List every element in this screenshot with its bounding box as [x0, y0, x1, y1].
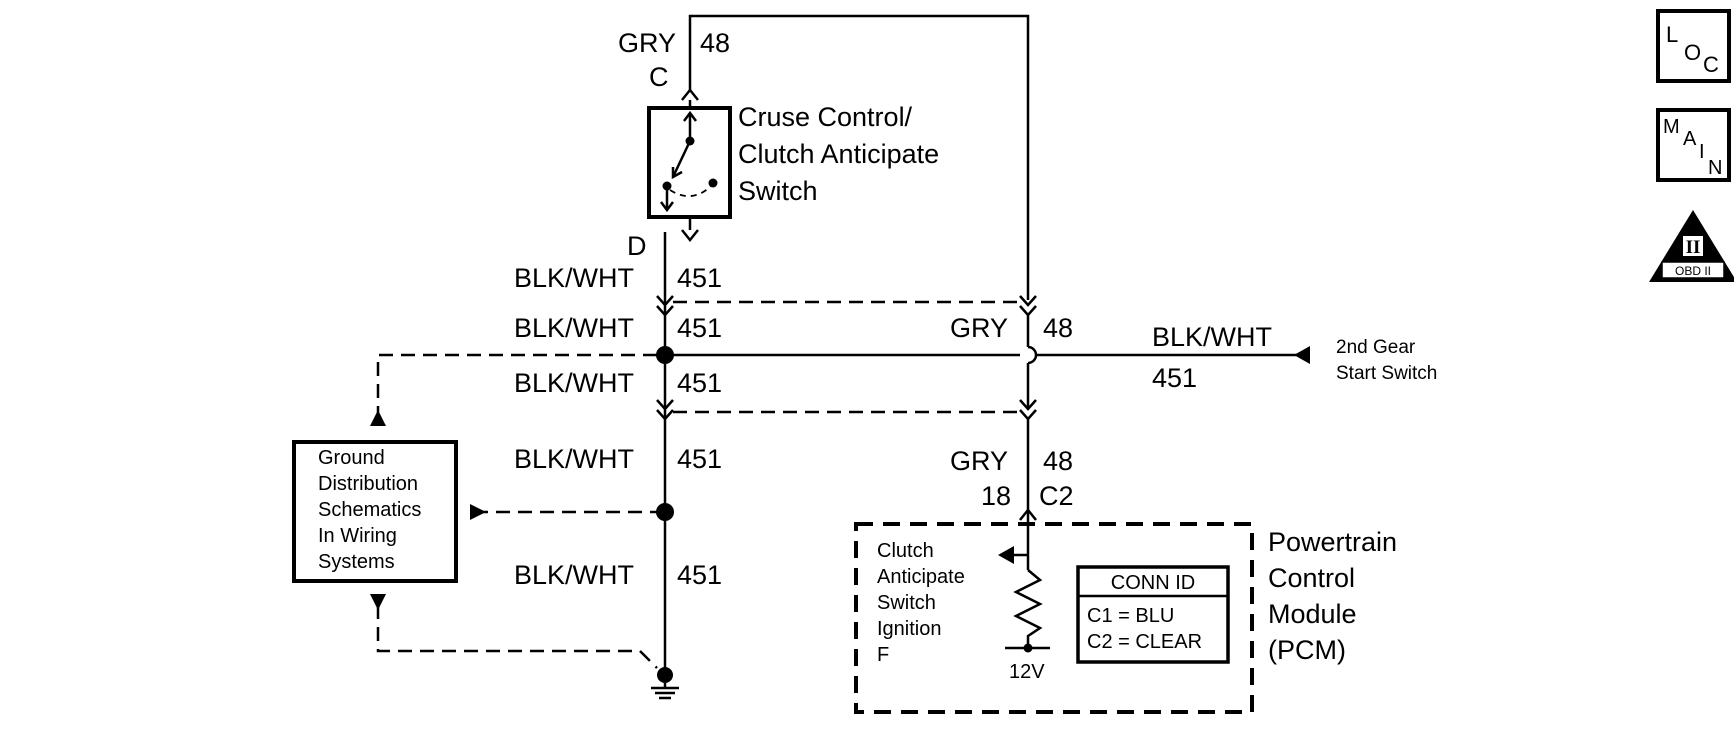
- conn-id-table: [1076, 565, 1230, 664]
- conn-id-row1: C1 = BLU: [1087, 605, 1174, 627]
- pcm-title-line1: Powertrain: [1268, 527, 1397, 557]
- svg-text:M: M: [1663, 116, 1680, 138]
- top-connector-c: C: [649, 62, 669, 92]
- ground-symbol: [651, 667, 679, 700]
- pcm-input-line2: Anticipate: [877, 566, 965, 588]
- pcm-input-pin-f: F: [877, 644, 889, 666]
- wire-label-blk-wht-4: BLK/WHT: [514, 444, 634, 474]
- svg-text:O: O: [1684, 40, 1701, 65]
- pcm-title-line3: Module: [1268, 599, 1357, 629]
- wire-label-gry-1: GRY: [950, 313, 1008, 343]
- wire-label-blk-wht-3: BLK/WHT: [514, 368, 634, 398]
- connector-d-chevron: [681, 229, 699, 243]
- svg-text:OBD II: OBD II: [1675, 264, 1711, 278]
- conn-id-row2: C2 = CLEAR: [1087, 631, 1202, 653]
- wire-label-blk-wht-5: BLK/WHT: [514, 560, 634, 590]
- ground-ref-line4: In Wiring: [318, 525, 397, 547]
- gear-switch-label-line1: 2nd Gear: [1336, 337, 1416, 358]
- ground-ref-line2: Distribution: [318, 473, 418, 495]
- obd-ii-icon[interactable]: II OBD II: [1649, 210, 1734, 282]
- connector-d-label: D: [627, 231, 647, 261]
- switch-title-line2: Clutch Anticipate: [738, 139, 939, 169]
- pcm-title-line2: Control: [1268, 563, 1355, 593]
- ground-ref-dashed-links: [370, 353, 658, 669]
- svg-text:II: II: [1686, 237, 1701, 258]
- top-wire-circuit: 48: [700, 28, 730, 58]
- circuit-451-3: 451: [677, 368, 722, 398]
- svg-text:C: C: [1703, 52, 1719, 77]
- svg-text:A: A: [1683, 128, 1697, 150]
- pcm-input-line4: Ignition: [877, 618, 942, 640]
- circuit-48-1: 48: [1043, 313, 1073, 343]
- circuit-451-4: 451: [677, 444, 722, 474]
- pcm-input-circuit: [998, 512, 1050, 653]
- pcm-module-box: [854, 522, 1254, 714]
- svg-text:I: I: [1699, 141, 1705, 163]
- splice-to-2nd-gear-wire: [665, 346, 1310, 364]
- svg-text:N: N: [1708, 157, 1722, 179]
- circuit-451-1: 451: [677, 263, 722, 293]
- pcm-input-line1: Clutch: [877, 540, 934, 562]
- pcm-input-line3: Switch: [877, 592, 936, 614]
- conn-id-header: CONN ID: [1111, 572, 1195, 594]
- ground-ref-line5: Systems: [318, 551, 395, 573]
- ground-ref-line1: Ground: [318, 447, 385, 469]
- top-wire-color: GRY: [618, 28, 676, 58]
- cruise-clutch-switch: [647, 100, 732, 230]
- pcm-pin-18: 18: [981, 481, 1011, 511]
- loc-icon[interactable]: L O C: [1656, 9, 1731, 83]
- pcm-connector-c2: C2: [1039, 481, 1074, 511]
- gry-48-pcm-wire: [1019, 295, 1038, 521]
- pcm-voltage-12v: 12V: [1009, 661, 1045, 683]
- gear-switch-label-line2: Start Switch: [1336, 363, 1437, 384]
- main-icon[interactable]: M A I N: [1656, 108, 1731, 182]
- circuit-451-5: 451: [677, 560, 722, 590]
- circuit-48-2: 48: [1043, 446, 1073, 476]
- ground-distribution-box: [292, 440, 458, 583]
- blk-wht-451-main-wire: [656, 232, 674, 668]
- pcm-title-line4: (PCM): [1268, 635, 1346, 665]
- svg-text:L: L: [1666, 22, 1678, 47]
- wire-label-blk-wht-1: BLK/WHT: [514, 263, 634, 293]
- gear-wire-circuit: 451: [1152, 363, 1197, 393]
- ground-ref-line3: Schematics: [318, 499, 421, 521]
- switch-title-line1: Cruse Control/: [738, 102, 913, 132]
- wire-label-blk-wht-2: BLK/WHT: [514, 313, 634, 343]
- gry-48-top-loop: [688, 14, 1030, 300]
- wire-label-gry-2: GRY: [950, 446, 1008, 476]
- connector-c-chevron: [681, 87, 699, 101]
- switch-title-line3: Switch: [738, 176, 818, 206]
- circuit-451-2: 451: [677, 313, 722, 343]
- gear-wire-color: BLK/WHT: [1152, 322, 1272, 352]
